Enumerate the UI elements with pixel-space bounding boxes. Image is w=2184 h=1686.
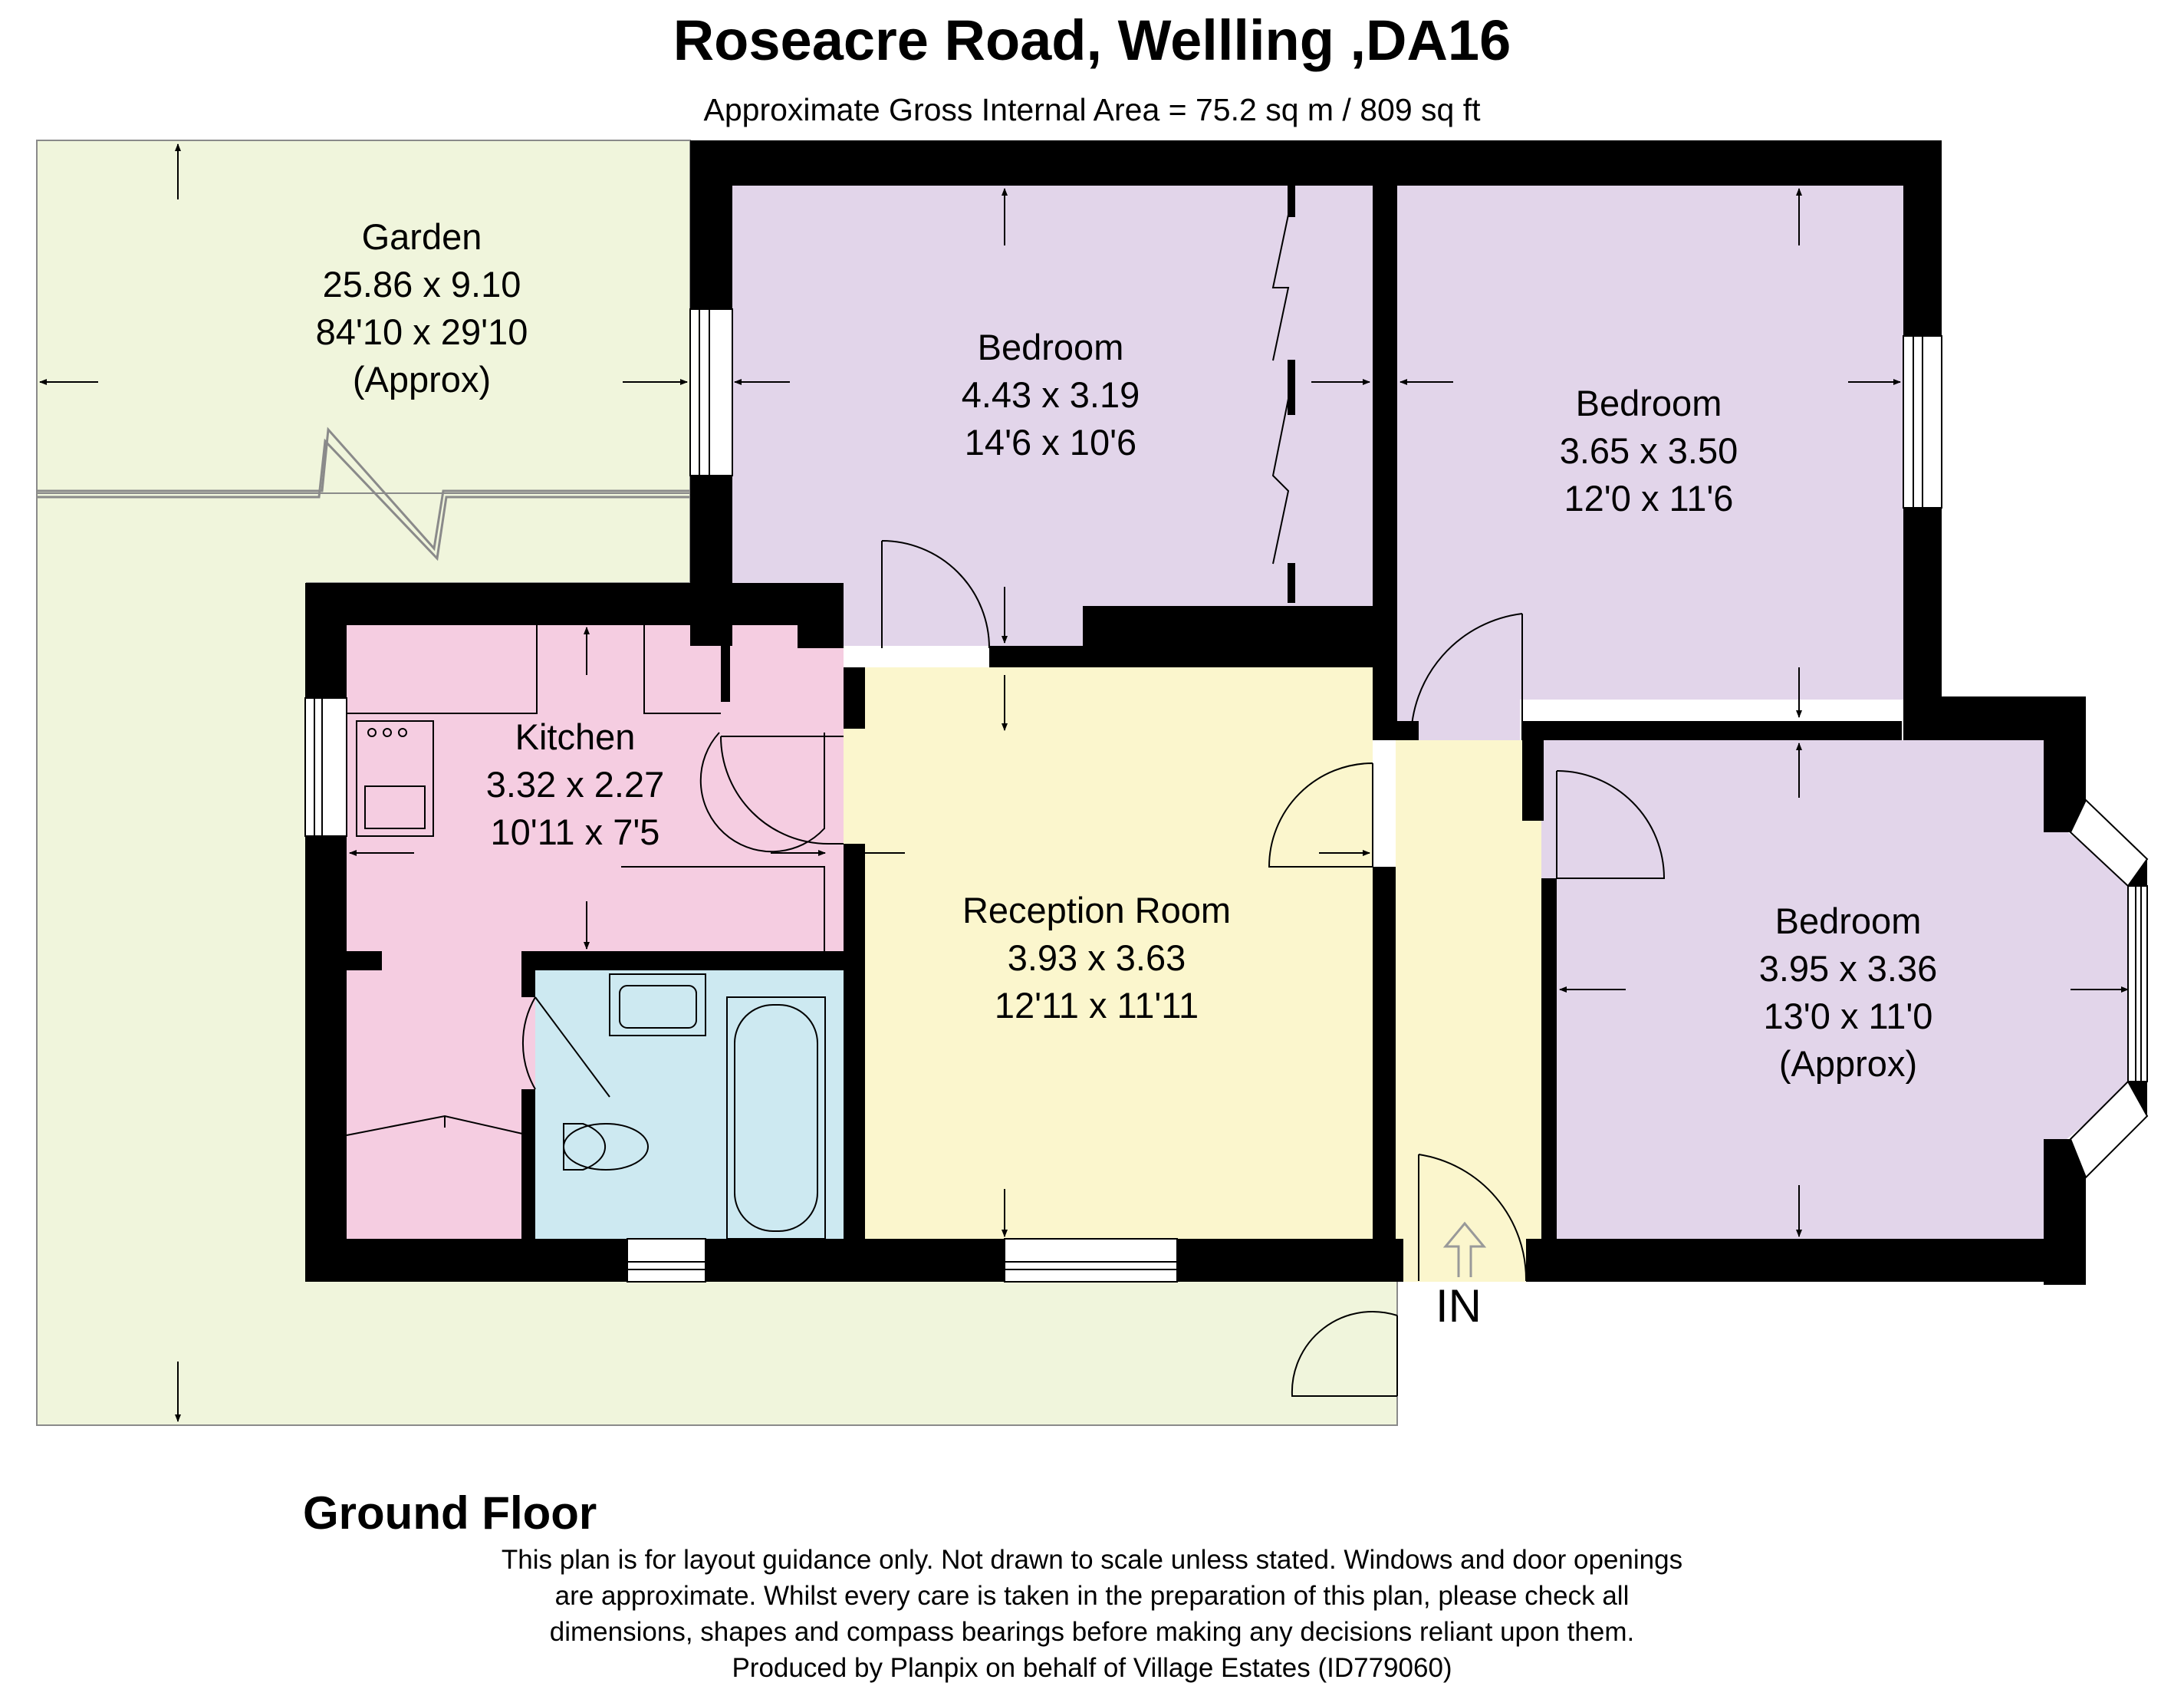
disclaimer-line-3: dimensions, shapes and compass bearings … (549, 1617, 1635, 1647)
bedroom-2-metric: 3.65 x 3.50 (1559, 430, 1738, 471)
bedroom-2-label: Bedroom 3.65 x 3.50 12'0 x 11'6 (1526, 380, 1771, 522)
windows (304, 308, 2149, 1283)
garden-metric: 25.86 x 9.10 (322, 264, 521, 305)
gross-area-text: Approximate Gross Internal Area = 75.2 s… (703, 92, 1481, 127)
kitchen-name: Kitchen (515, 716, 636, 757)
reception-name: Reception Room (962, 890, 1232, 930)
dimension-arrows (39, 143, 2129, 1422)
garden-note: (Approx) (352, 359, 492, 400)
reception-label: Reception Room 3.93 x 3.63 12'11 x 11'11 (936, 887, 1258, 1029)
bedroom-2-name: Bedroom (1575, 383, 1722, 423)
garden-label: Garden 25.86 x 9.10 84'10 x 29'10 (Appro… (291, 213, 552, 403)
bedroom-1-metric: 4.43 x 3.19 (961, 374, 1140, 415)
kitchen-fittings (346, 625, 825, 1136)
bedroom-3-note: (Approx) (1778, 1043, 1918, 1084)
disclaimer-line-4: Produced by Planpix on behalf of Village… (732, 1653, 1452, 1683)
garden-name: Garden (361, 216, 482, 257)
kitchen-metric: 3.32 x 2.27 (485, 764, 665, 805)
bedroom-3-name: Bedroom (1774, 901, 1922, 941)
wardrobe-doors (1271, 185, 1295, 603)
bedroom-3-label: Bedroom 3.95 x 3.36 13'0 x 11'0 (Approx) (1725, 897, 1971, 1088)
floor-label: Ground Floor (303, 1487, 597, 1539)
bedroom-3-metric: 3.95 x 3.36 (1758, 948, 1938, 989)
reception-imperial: 12'11 x 11'11 (994, 985, 1199, 1026)
reception-fill (844, 667, 1373, 1239)
walls (305, 140, 2086, 1285)
bedroom-3-imperial: 13'0 x 11'0 (1763, 996, 1933, 1036)
reception-metric: 3.93 x 3.63 (1007, 937, 1186, 978)
bedroom-1-imperial: 14'6 x 10'6 (964, 422, 1137, 463)
disclaimer-line-2: are approximate. Whilst every care is ta… (554, 1581, 1630, 1611)
bedroom-1-label: Bedroom 4.43 x 3.19 14'6 x 10'6 (928, 324, 1173, 466)
disclaimer-line-1: This plan is for layout guidance only. N… (501, 1545, 1683, 1575)
bedroom-2-imperial: 12'0 x 11'6 (1564, 478, 1734, 519)
bathroom-fill (535, 970, 844, 1239)
doors (521, 540, 1666, 1397)
kitchen-imperial: 10'11 x 7'5 (490, 812, 660, 852)
kitchen-label: Kitchen 3.32 x 2.27 10'11 x 7'5 (460, 713, 690, 856)
bathroom-fittings (563, 973, 826, 1240)
plan-title: Roseacre Road, Wellling ,DA16 (673, 8, 1511, 72)
bedroom-1-fill (732, 186, 1377, 646)
disclaimer: This plan is for layout guidance only. N… (0, 1542, 2184, 1686)
bedroom-3-fill (1526, 740, 2136, 1239)
entrance-opening (1403, 1239, 1526, 1282)
entrance-label: IN (1436, 1280, 1482, 1332)
hall-fill (1396, 740, 1541, 1281)
bedroom-1-name: Bedroom (977, 327, 1124, 367)
entrance-arrow (1442, 1221, 1487, 1277)
garden-area (36, 140, 1398, 1426)
bedroom-2-fill (1397, 186, 1903, 700)
garden-imperial: 84'10 x 29'10 (315, 311, 528, 352)
